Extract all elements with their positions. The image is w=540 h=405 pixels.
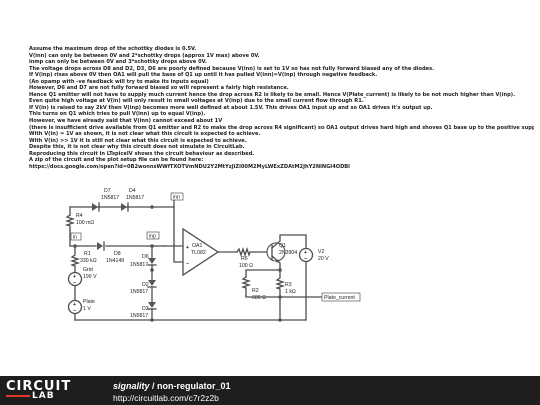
title-separator: / <box>149 381 158 391</box>
node-plate-current <box>278 295 282 299</box>
oa1-name: OA1 <box>192 243 202 249</box>
circuit-title: signality / non-regulator_01 <box>113 381 231 391</box>
r1-value: 330 kΩ <box>80 258 97 264</box>
r3-value: 1 kΩ <box>285 289 296 295</box>
d4-part: 1N5817 <box>126 195 144 201</box>
wire-plate-current <box>245 295 323 298</box>
ground-rail <box>74 318 307 322</box>
v2-name: V2 <box>318 249 324 255</box>
plate-value: 1 V <box>83 306 91 312</box>
r1-name: R1 <box>84 251 91 257</box>
diode-d8: D8 1N4148 <box>97 241 124 264</box>
circuit-name: non-regulator_01 <box>157 381 231 391</box>
diode-d7: D7 1N5817 <box>92 188 119 212</box>
grid-name: Grid <box>83 267 93 273</box>
note-line: Assume the maximum drop of the schottky … <box>29 46 197 52</box>
resistor-r3: R3 1 kΩ <box>274 267 296 321</box>
svg-text:−: − <box>304 256 307 262</box>
wire-emitter-r2 <box>245 269 281 278</box>
grid-value: 199 V <box>83 274 97 280</box>
d2-part: 1N5817 <box>130 289 148 295</box>
r6-value: 100 Ω <box>239 263 253 269</box>
note-line: Despite this, it is not clear why this c… <box>29 144 245 151</box>
note-line: V(inn) can only be between 0V and 2*scho… <box>29 52 260 59</box>
author-name[interactable]: signality <box>113 381 150 391</box>
resistor-r4: R4 100 mΩ <box>64 213 94 231</box>
svg-text:−: − <box>73 308 76 314</box>
circuitlab-logo[interactable]: CIRCUIT LAB <box>6 379 72 401</box>
note-line: Reproducing this circuit in LTspiceIV sh… <box>29 150 255 157</box>
logo-lab-text: LAB <box>32 391 55 401</box>
svg-text:in: in <box>73 235 77 241</box>
d8-part: 1N4148 <box>106 258 124 264</box>
svg-text:+: + <box>186 245 189 251</box>
q1-part: 2N3904 <box>279 250 297 256</box>
d8-name: D8 <box>114 251 121 257</box>
note-line: If V(in) is raised to say 2kV then V(inp… <box>29 104 433 111</box>
note-line: The voltage drops across D8 and D2, D3, … <box>29 65 435 72</box>
svg-text:+: + <box>73 302 76 308</box>
svg-text:−: − <box>73 280 76 286</box>
diode-d4: D4 1N5817 <box>121 188 144 212</box>
svg-text:inn: inn <box>173 195 180 201</box>
circuit-url[interactable]: http://circuitlab.com/c7r2z2b <box>113 393 219 403</box>
opamp-oa1: + − OA1 TL082 <box>163 227 220 277</box>
voltage-source-plate: + − Plate 1 V <box>67 285 95 321</box>
d3-name: D3 <box>142 306 149 312</box>
label-plate-current: Plate_current <box>321 292 361 302</box>
logo-circuit-text: CIRCUIT <box>6 379 72 394</box>
note-line: https://docs.google.com/open?id=0B2wonns… <box>29 163 350 170</box>
note-line: Even quite high voltage at V(in) will on… <box>29 98 364 105</box>
oa1-part: TL082 <box>191 250 206 256</box>
label-inn: inn <box>170 192 184 208</box>
q1-name: Q1 <box>279 243 286 249</box>
svg-text:−: − <box>186 261 189 267</box>
d7-part: 1N5817 <box>101 195 119 201</box>
label-inp: inp <box>146 231 160 240</box>
voltage-source-grid: + − Grid 199 V <box>67 267 97 287</box>
svg-text:+: + <box>73 274 76 280</box>
d6-part: 1N5817 <box>130 262 148 268</box>
r4-name: R4 <box>76 213 83 219</box>
note-line: inmp can only be between 0V and 3*schott… <box>29 59 207 66</box>
transistor-q1: Q1 2N3904 <box>266 234 307 269</box>
note-line: With V(in) = 1V as shown, it is not clea… <box>29 131 261 138</box>
r6-name: R6 <box>241 256 248 262</box>
note-line: If V(inp) rises above 0V then OA1 will p… <box>29 72 378 79</box>
note-line: However, D6 and D7 are not fully forward… <box>29 85 289 92</box>
note-line: (An opamp with -ve feedback will try to … <box>29 78 209 85</box>
note-line: However, we have already said that V(inn… <box>29 118 223 125</box>
d2-name: D2 <box>142 282 149 288</box>
note-line: With V(in) >> 1V it is still not clear w… <box>29 137 247 144</box>
svg-text:inp: inp <box>149 234 156 240</box>
r3-name: R3 <box>285 282 292 288</box>
d4-name: D4 <box>129 188 136 194</box>
footer-bar: CIRCUIT LAB signality / non-regulator_01… <box>0 376 540 405</box>
annotation-text: Assume the maximum drop of the schottky … <box>29 46 534 170</box>
note-line: Hence Q1 emitter will not have to supply… <box>29 91 516 98</box>
r4-value: 100 mΩ <box>76 220 94 226</box>
resistor-r6: R6 100 Ω <box>236 246 273 269</box>
schematic: .w { stroke:#4d4d4d; stroke-width:1.3; f… <box>64 188 361 322</box>
node-inn-junction <box>150 205 154 209</box>
wire-mid <box>69 235 153 259</box>
d3-part: 1N5817 <box>130 313 148 319</box>
d6-name: D6 <box>142 254 149 260</box>
label-in: in <box>70 232 82 241</box>
note-line: This turns on Q1 which tries to pull V(i… <box>29 111 206 118</box>
note-line: A zip of the circuit and the plot setup … <box>29 157 204 164</box>
logo-accent-bar <box>6 395 30 397</box>
svg-text:+: + <box>304 250 307 256</box>
v2-value: 20 V <box>318 256 329 262</box>
d7-name: D7 <box>104 188 111 194</box>
r2-value: 680 Ω <box>252 295 266 301</box>
voltage-source-v2: + − V2 20 V <box>298 247 329 321</box>
resistor-r1: R1 330 kΩ <box>69 245 97 273</box>
resistor-r2: R2 680 Ω <box>240 276 266 301</box>
plate-name: Plate <box>83 299 95 305</box>
svg-text:Plate_current: Plate_current <box>324 295 355 301</box>
r2-name: R2 <box>252 288 259 294</box>
note-line: (there is insufficient drive available f… <box>29 124 534 131</box>
